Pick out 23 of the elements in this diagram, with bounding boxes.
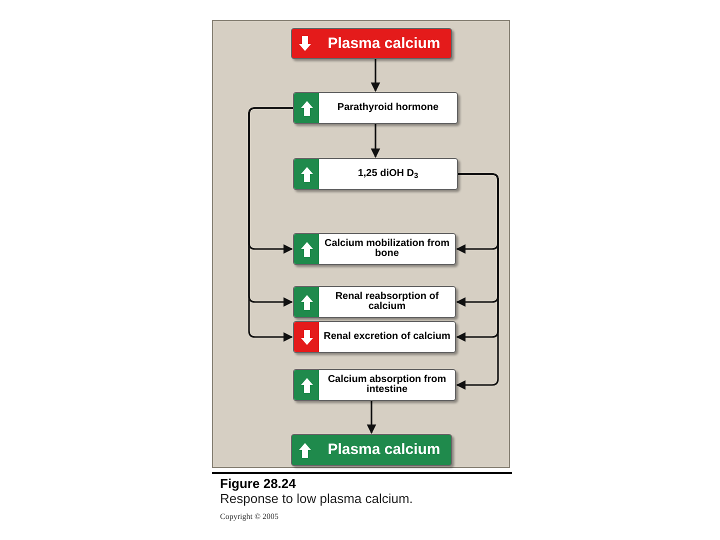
node-label: Plasma calcium [328, 443, 440, 457]
node-label: Renal reabsorption of calcium [334, 292, 440, 312]
process-box [293, 369, 456, 401]
node-label: Calcium mobilization from bone [323, 239, 450, 259]
process-box [293, 92, 458, 124]
arrow [370, 59, 380, 92]
node-label: Calcium absorption from intestine [326, 375, 448, 395]
process-box [293, 286, 456, 318]
arrow [370, 124, 380, 158]
state-box [291, 434, 452, 466]
copyright-note: Copyright © 2005 [220, 511, 280, 523]
figure-caption: Response to low plasma calcium. [220, 491, 413, 507]
node-label: Parathyroid hormone [337, 103, 439, 113]
arrow [456, 173, 499, 390]
state-box [291, 28, 452, 59]
arrow [366, 401, 376, 434]
node-label: Plasma calcium [328, 36, 440, 50]
figure-title: Figure 28.24 [220, 476, 297, 491]
node-label: 1,25 diOH D$_{3}$ [358, 169, 418, 179]
process-box [293, 321, 456, 353]
node-label: Renal excretion of calcium [324, 332, 450, 342]
process-box [293, 158, 458, 190]
process-box [293, 233, 456, 265]
